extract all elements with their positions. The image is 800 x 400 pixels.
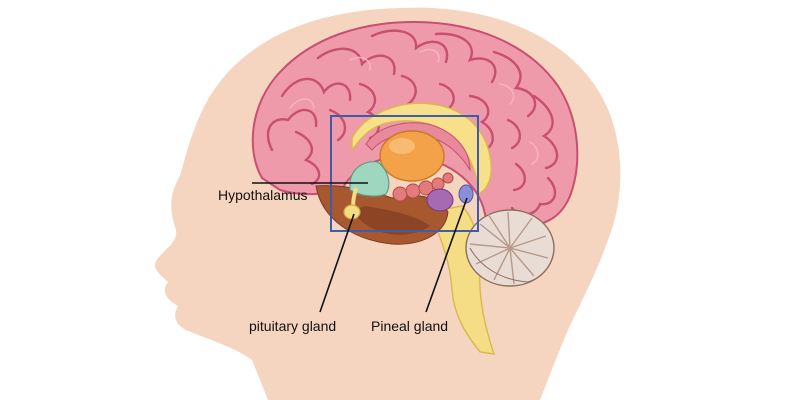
- midbrain-tectum: [426, 188, 454, 212]
- pituitary-leader-line: [319, 213, 355, 313]
- cerebellum: [465, 209, 555, 287]
- cerebrum-folds: [266, 29, 559, 216]
- pineal-leader-line: [425, 197, 468, 313]
- thalamus-highlight: [389, 138, 415, 154]
- hypothalamus: [349, 161, 390, 197]
- thalamus: [379, 130, 445, 182]
- hypothalamus-label: Hypothalamus: [218, 187, 308, 203]
- pineal-gland-label: Pineal gland: [371, 318, 448, 334]
- pituitary-gland-label: pituitary gland: [249, 318, 336, 334]
- brain-lower-shadow: [352, 206, 430, 235]
- pituitary-gland: [343, 204, 361, 220]
- highlight-box: [330, 115, 479, 232]
- mammillary-bodies: [392, 172, 454, 202]
